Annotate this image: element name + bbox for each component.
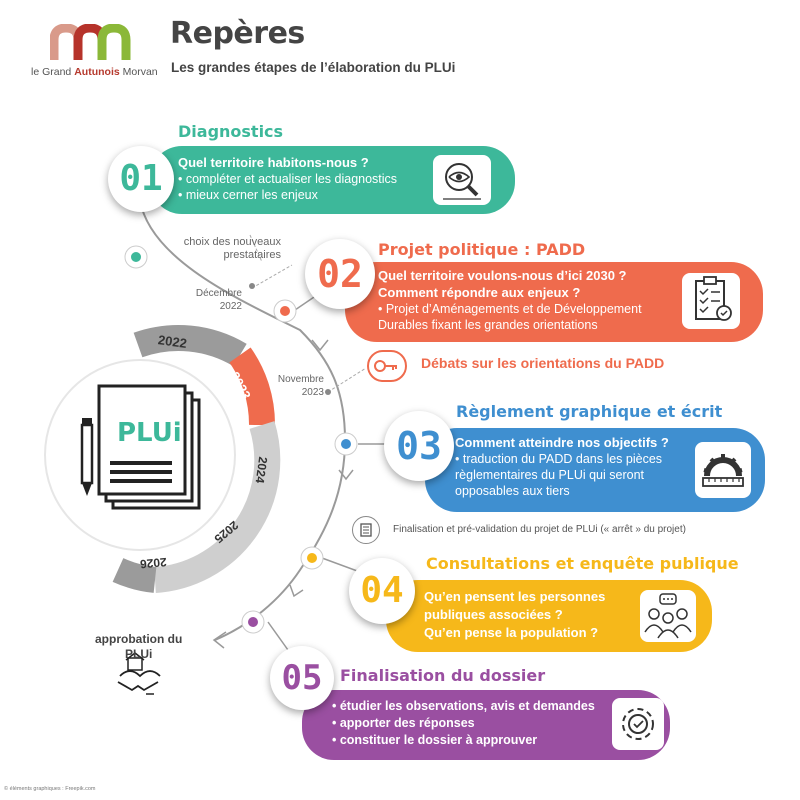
node-04 bbox=[300, 546, 324, 570]
stage-01-question: Quel territoire habitons-nous ? bbox=[178, 155, 369, 170]
key-icon bbox=[374, 360, 397, 372]
node-02 bbox=[273, 299, 297, 323]
stage-01-number: 01 bbox=[108, 146, 174, 212]
stage-03-icon-box bbox=[695, 442, 751, 498]
stage-05-bullet-3: • constituer le dossier à approuver bbox=[332, 733, 538, 747]
timeline-arrow-3 bbox=[289, 584, 304, 598]
year-ring bbox=[112, 325, 281, 593]
timeline-arrow-end bbox=[212, 631, 227, 649]
stage-04-line-2: publiques associées ? bbox=[424, 607, 563, 622]
stage-02-title: Projet politique : PADD bbox=[378, 240, 586, 259]
stage-04-line-3: Qu’en pense la population ? bbox=[424, 625, 599, 640]
timeline-arrow-1 bbox=[311, 339, 329, 352]
stage-04-pill: Qu’en pensent les personnes publiques as… bbox=[386, 580, 712, 652]
stage-04-line-1: Qu’en pensent les personnes bbox=[424, 589, 606, 604]
credit: © éléments graphiques : Freepik.com bbox=[4, 786, 96, 792]
stage-05-bullet-2: • apporter des réponses bbox=[332, 716, 475, 730]
page-subtitle: Les grandes étapes de l’élaboration du P… bbox=[171, 60, 456, 75]
settings-gear-icon bbox=[622, 708, 654, 740]
stage-03-bullet-2: règlementaires du PLUi qui seront bbox=[455, 468, 644, 482]
logo bbox=[49, 23, 132, 67]
stage-02-question-1: Quel territoire voulons-nous d’ici 2030 … bbox=[378, 268, 627, 283]
stage-05-icon-box bbox=[612, 698, 664, 750]
stage-03-bullet-1: • traduction du PADD dans les pièces bbox=[455, 452, 663, 466]
node-01 bbox=[124, 245, 148, 269]
stage-01-bullet-1: • compléter et actualiser les diagnostic… bbox=[178, 172, 398, 186]
debats-label: Débats sur les orientations du PADD bbox=[421, 355, 665, 371]
page-title: Repères bbox=[170, 16, 305, 51]
stage-05-bullet-1: • étudier les observations, avis et dema… bbox=[332, 699, 595, 713]
stage-01-pill: Quel territoire habitons-nous ? • complé… bbox=[150, 146, 515, 214]
stage-05-pill: • étudier les observations, avis et dema… bbox=[302, 690, 670, 760]
stage-05-number: 05 bbox=[270, 646, 334, 710]
stage-02-number: 02 bbox=[305, 239, 375, 309]
stage-04-icon-box bbox=[640, 590, 696, 642]
node-05 bbox=[241, 610, 265, 634]
document-label: PLUi bbox=[117, 418, 182, 448]
key-badge bbox=[367, 350, 407, 382]
logo-text: le Grand Autunois Morvan bbox=[31, 66, 158, 78]
document-badge bbox=[352, 516, 380, 544]
document-lines-icon bbox=[360, 523, 372, 537]
stage-03-question: Comment atteindre nos objectifs ? bbox=[455, 435, 669, 450]
gear-ruler-icon bbox=[702, 454, 744, 487]
eye-magnifier-icon bbox=[443, 163, 481, 200]
handshake-icon bbox=[117, 652, 161, 695]
stage-05-title: Finalisation du dossier bbox=[340, 666, 546, 685]
clipboard-checklist-icon bbox=[695, 276, 732, 321]
document-stack-icon bbox=[80, 384, 201, 510]
logo-mark-icon bbox=[49, 23, 131, 60]
stage-03-number: 03 bbox=[384, 411, 454, 481]
stage-01-icon-box bbox=[433, 155, 491, 205]
stage-02-icon-box bbox=[682, 273, 740, 329]
stage-01-title: Diagnostics bbox=[178, 122, 284, 141]
stage-04-title: Consultations et enquête publique bbox=[426, 554, 739, 573]
stage-02-pill: Quel territoire voulons-nous d’ici 2030 … bbox=[345, 262, 763, 342]
timeline-arrow-2 bbox=[338, 469, 354, 481]
stage-01-bullet-2: • mieux cerner les enjeux bbox=[178, 188, 318, 202]
stage-02-question-2: Comment répondre aux enjeux ? bbox=[378, 285, 581, 300]
stage-02-bullet-2: Durables fixant les grandes orientations bbox=[378, 318, 598, 332]
stage-02-bullet-1: • Projet d’Aménagements et de Développem… bbox=[378, 302, 642, 316]
year-2026: 2026 bbox=[139, 554, 168, 572]
finalisation-note: Finalisation et pré-validation du projet… bbox=[393, 524, 686, 535]
people-group-icon bbox=[644, 593, 692, 639]
stage-03-pill: Comment atteindre nos objectifs ? • trad… bbox=[425, 428, 765, 512]
stage-03-title: Règlement graphique et écrit bbox=[456, 402, 723, 421]
stage-03-bullet-3: opposables aux tiers bbox=[455, 484, 570, 498]
stage-04-number: 04 bbox=[349, 558, 415, 624]
node-03 bbox=[334, 432, 358, 456]
